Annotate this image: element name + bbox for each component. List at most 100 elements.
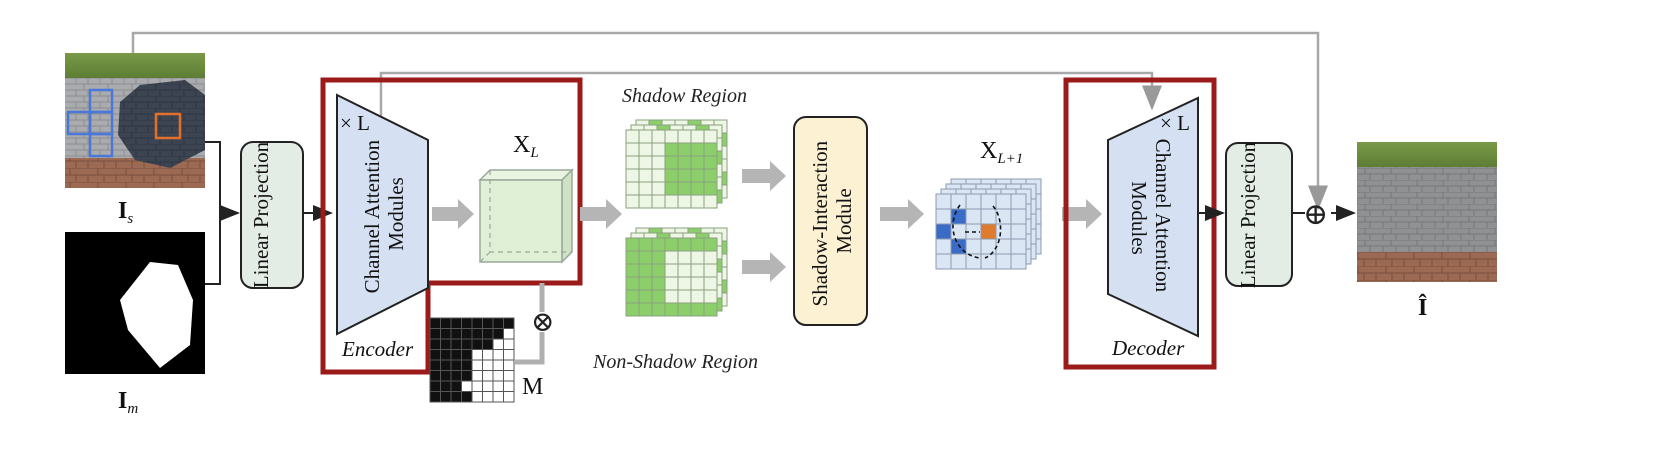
mask-cell <box>503 317 515 329</box>
feature-cell <box>690 155 705 170</box>
shadow-interaction-module: Shadow-Interaction Module <box>793 116 868 326</box>
mask-cell <box>429 328 441 340</box>
feature-cell <box>625 289 640 304</box>
mask-cell <box>503 391 515 403</box>
mask-cell <box>492 338 504 350</box>
xl1-label: XL+1 <box>980 138 1023 167</box>
shadow-region-label: Shadow Region <box>622 85 747 107</box>
multiply-symbol: ⊗ <box>531 307 554 338</box>
mask-cell <box>482 328 494 340</box>
mask-cell <box>482 349 494 361</box>
feature-cell <box>664 263 679 278</box>
linear-projection-in: Linear Projection <box>240 141 304 289</box>
decoder-inner-line1: Channel Attention <box>1151 139 1175 293</box>
mask-cell <box>450 359 462 371</box>
linear-projection-out-label: Linear Projection <box>1236 141 1260 288</box>
mask-cell <box>461 349 473 361</box>
mask-cell <box>429 349 441 361</box>
feature-cell <box>690 263 705 278</box>
feature-cell <box>625 181 640 196</box>
output-image <box>1357 142 1497 282</box>
xl1-cell <box>980 223 997 240</box>
feature-cell <box>664 168 679 183</box>
feature-cell <box>664 194 679 209</box>
decoder-highlight-box <box>1063 77 1217 370</box>
xl1-cell <box>935 238 952 255</box>
shadow-input-label: Is <box>118 198 133 227</box>
feature-cell <box>677 250 692 265</box>
mask-cell <box>471 380 483 392</box>
mask-input-label: Im <box>118 388 138 417</box>
feature-cell <box>664 250 679 265</box>
feature-cell <box>625 168 640 183</box>
mask-cell <box>503 338 515 350</box>
feature-cell <box>703 155 718 170</box>
mask-cell <box>461 328 473 340</box>
non-shadow-patch-bottom <box>88 132 114 158</box>
mask-cell <box>450 391 462 403</box>
feature-cell <box>690 194 705 209</box>
feature-cell <box>703 263 718 278</box>
feature-cell <box>638 129 653 144</box>
xl1-cell <box>1010 193 1027 210</box>
feature-cell <box>677 302 692 317</box>
xl1-cell <box>935 253 952 270</box>
feature-cell <box>651 276 666 291</box>
sim-label-line2: Module <box>832 188 856 253</box>
feature-cell <box>651 237 666 252</box>
feature-cell <box>625 194 640 209</box>
feature-cell <box>651 289 666 304</box>
feature-cell <box>664 276 679 291</box>
linear-projection-out: Linear Projection <box>1225 141 1293 288</box>
thick-arrow-nonshadow-sim <box>742 252 786 282</box>
mask-cell <box>503 359 515 371</box>
xl1-cell <box>935 193 952 210</box>
feature-cell <box>703 250 718 265</box>
feature-cell <box>677 263 692 278</box>
feature-cell <box>677 142 692 157</box>
mask-cell <box>440 317 452 329</box>
xl1-cell <box>980 253 997 270</box>
mask-cell <box>440 338 452 350</box>
feature-cell <box>677 168 692 183</box>
xl1-cell <box>965 193 982 210</box>
xl1-cell <box>965 208 982 225</box>
mask-cell <box>471 328 483 340</box>
feature-cell <box>625 302 640 317</box>
mask-cell <box>461 317 473 329</box>
mask-cell <box>440 328 452 340</box>
feature-cell <box>651 168 666 183</box>
feature-cell <box>625 129 640 144</box>
mask-multiply-connector <box>515 283 545 365</box>
feature-cell <box>703 142 718 157</box>
interaction-arrows <box>952 204 1002 259</box>
mask-cell <box>429 338 441 350</box>
non-shadow-region-label: Non-Shadow Region <box>592 351 758 373</box>
mask-cell <box>450 349 462 361</box>
mask-cell <box>492 349 504 361</box>
mask-cell <box>482 370 494 382</box>
feature-cell <box>664 237 679 252</box>
mask-cell <box>450 380 462 392</box>
feature-cell <box>690 142 705 157</box>
feature-cell <box>638 194 653 209</box>
feature-cell <box>638 302 653 317</box>
feature-cell <box>703 168 718 183</box>
feature-cell <box>703 302 718 317</box>
feature-cell <box>690 289 705 304</box>
mask-cell <box>471 391 483 403</box>
xl1-cell <box>1010 238 1027 255</box>
shadow-patch <box>154 112 182 140</box>
shadow-region-grid <box>625 119 728 209</box>
mask-cell <box>492 370 504 382</box>
feature-cell <box>638 142 653 157</box>
feature-cell <box>677 129 692 144</box>
global-skip-connection <box>131 31 1328 211</box>
feature-cell <box>690 250 705 265</box>
feature-cell <box>690 237 705 252</box>
mask-cell <box>450 328 462 340</box>
thick-arrow-xl1-decoder <box>1062 199 1102 229</box>
xl1-cell <box>965 238 982 255</box>
mask-cell <box>440 349 452 361</box>
mask-cell <box>503 380 515 392</box>
